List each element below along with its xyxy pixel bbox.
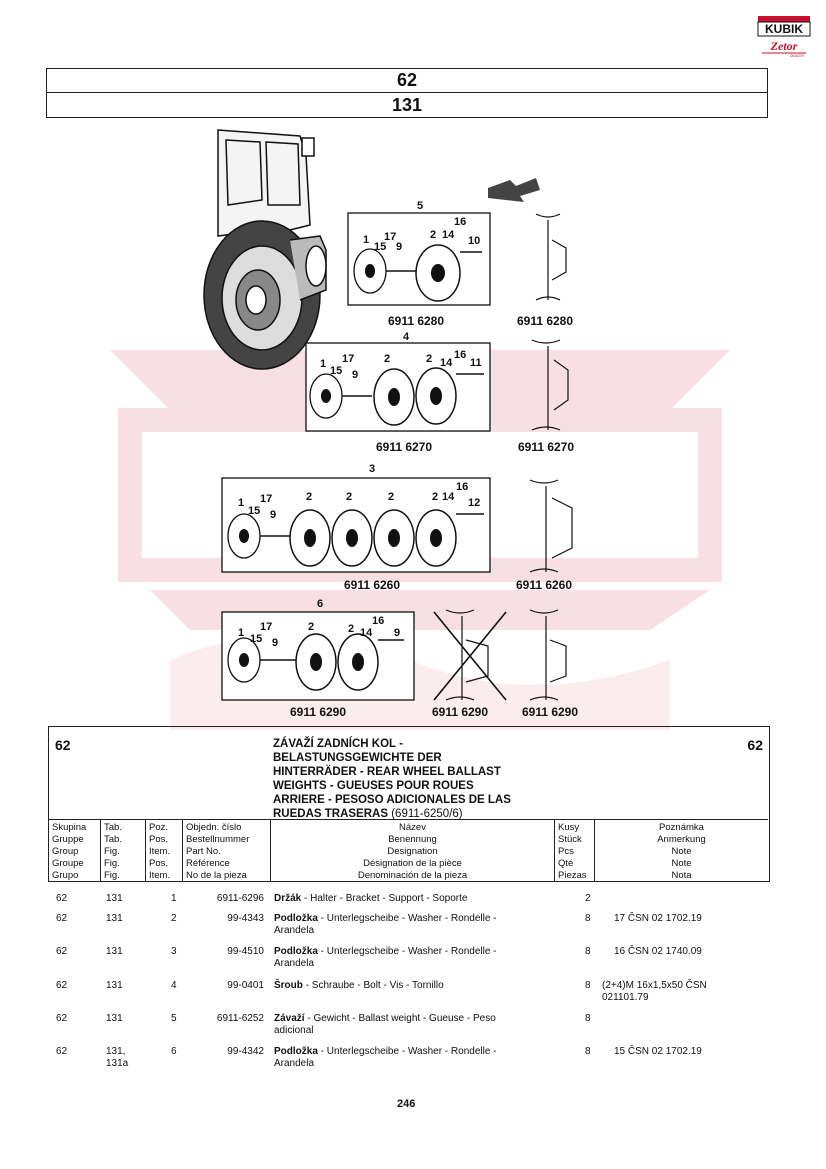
svg-text:15: 15 [330,365,342,377]
side-view-4: 6911 6270 [518,339,574,454]
svg-text:16: 16 [454,349,466,361]
svg-text:14: 14 [442,229,455,241]
svg-text:17: 17 [342,353,354,365]
svg-text:2: 2 [388,491,394,503]
svg-text:2: 2 [346,491,352,503]
svg-text:17: 17 [260,621,272,633]
side-view-3: 6911 6260 [516,479,573,592]
svg-text:11: 11 [470,357,482,369]
kubik-zetor-logo: KUBIK Zetor DEALER [756,14,812,58]
assembly-6: 6 1 15 17 9 2 2 14 16 9 6911 6290 [221,598,415,719]
logo-tag: DEALER [790,54,804,58]
parts-title-box: 62 62 ZÁVAŽÍ ZADNÍCH KOL - BELASTUNGSGEW… [48,726,770,882]
svg-text:6911 6260: 6911 6260 [344,578,400,592]
side-view-5: 6911 6280 [517,213,573,328]
svg-text:17: 17 [384,231,396,243]
svg-text:1: 1 [320,358,326,370]
assembly-3: 3 1 15 17 9 2 2 2 2 14 16 12 6911 6260 [221,463,491,592]
svg-text:14: 14 [360,627,373,639]
svg-text:1: 1 [363,234,369,246]
svg-text:6911 6290: 6911 6290 [432,705,488,719]
svg-text:2: 2 [306,491,312,503]
assembly-5: 5 1 15 17 9 2 14 16 10 6911 6280 [347,200,491,328]
svg-text:9: 9 [352,369,358,381]
ballast-weights-diagram: 5 1 15 17 9 2 14 16 10 6911 6280 6911 62… [203,129,578,719]
svg-text:2: 2 [384,353,390,365]
svg-text:14: 14 [442,491,455,503]
svg-text:14: 14 [440,357,453,369]
col-pos: Poz.Pos.Item.Pos.Item. [146,820,183,881]
svg-text:6911 6290: 6911 6290 [290,705,346,719]
section-title: ZÁVAŽÍ ZADNÍCH KOL - BELASTUNGSGEWICHTE … [273,738,511,820]
svg-text:2: 2 [432,491,438,503]
col-fig: Tab.Tab.Fig.Fig.Fig. [101,820,146,881]
svg-text:1: 1 [238,627,244,639]
svg-text:15: 15 [250,633,262,645]
svg-text:9: 9 [272,637,278,649]
svg-text:6911 6280: 6911 6280 [517,314,573,328]
svg-text:10: 10 [468,235,480,247]
logo-sub: Zetor [770,39,798,53]
figure-header: 131 [46,92,768,118]
svg-text:15: 15 [374,241,386,253]
svg-text:17: 17 [260,493,272,505]
svg-text:2: 2 [430,229,436,241]
svg-text:9: 9 [394,627,400,639]
svg-text:12: 12 [468,497,480,509]
svg-text:16: 16 [454,216,466,228]
svg-text:15: 15 [248,505,260,517]
svg-text:16: 16 [372,615,384,627]
side-view-6: 6911 6290 [522,609,578,719]
svg-text:6: 6 [317,598,323,610]
group-number-left: 62 [55,737,71,753]
side-view-6-crossed: 6911 6290 [432,609,507,719]
tractor-illustration [203,129,327,370]
assembly-4: 4 1 15 17 9 2 2 14 16 11 6911 6270 [305,331,491,454]
svg-text:16: 16 [456,481,468,493]
svg-text:2: 2 [308,621,314,633]
logo-brand: KUBIK [765,22,803,36]
svg-text:1: 1 [238,497,244,509]
svg-text:2: 2 [426,353,432,365]
group-header: 62 [46,68,768,93]
svg-text:9: 9 [270,509,276,521]
svg-text:6911 6270: 6911 6270 [518,440,574,454]
svg-text:6911 6290: 6911 6290 [522,705,578,719]
page-number: 246 [397,1098,416,1110]
svg-text:4: 4 [403,331,410,343]
svg-text:5: 5 [417,200,423,212]
direction-arrow-icon [488,178,540,202]
svg-text:6911 6260: 6911 6260 [516,578,572,592]
svg-text:2: 2 [348,623,354,635]
group-number-right: 62 [747,737,763,753]
svg-text:6911 6280: 6911 6280 [388,314,444,328]
svg-text:3: 3 [369,463,375,475]
svg-text:6911 6270: 6911 6270 [376,440,432,454]
svg-text:9: 9 [396,241,402,253]
